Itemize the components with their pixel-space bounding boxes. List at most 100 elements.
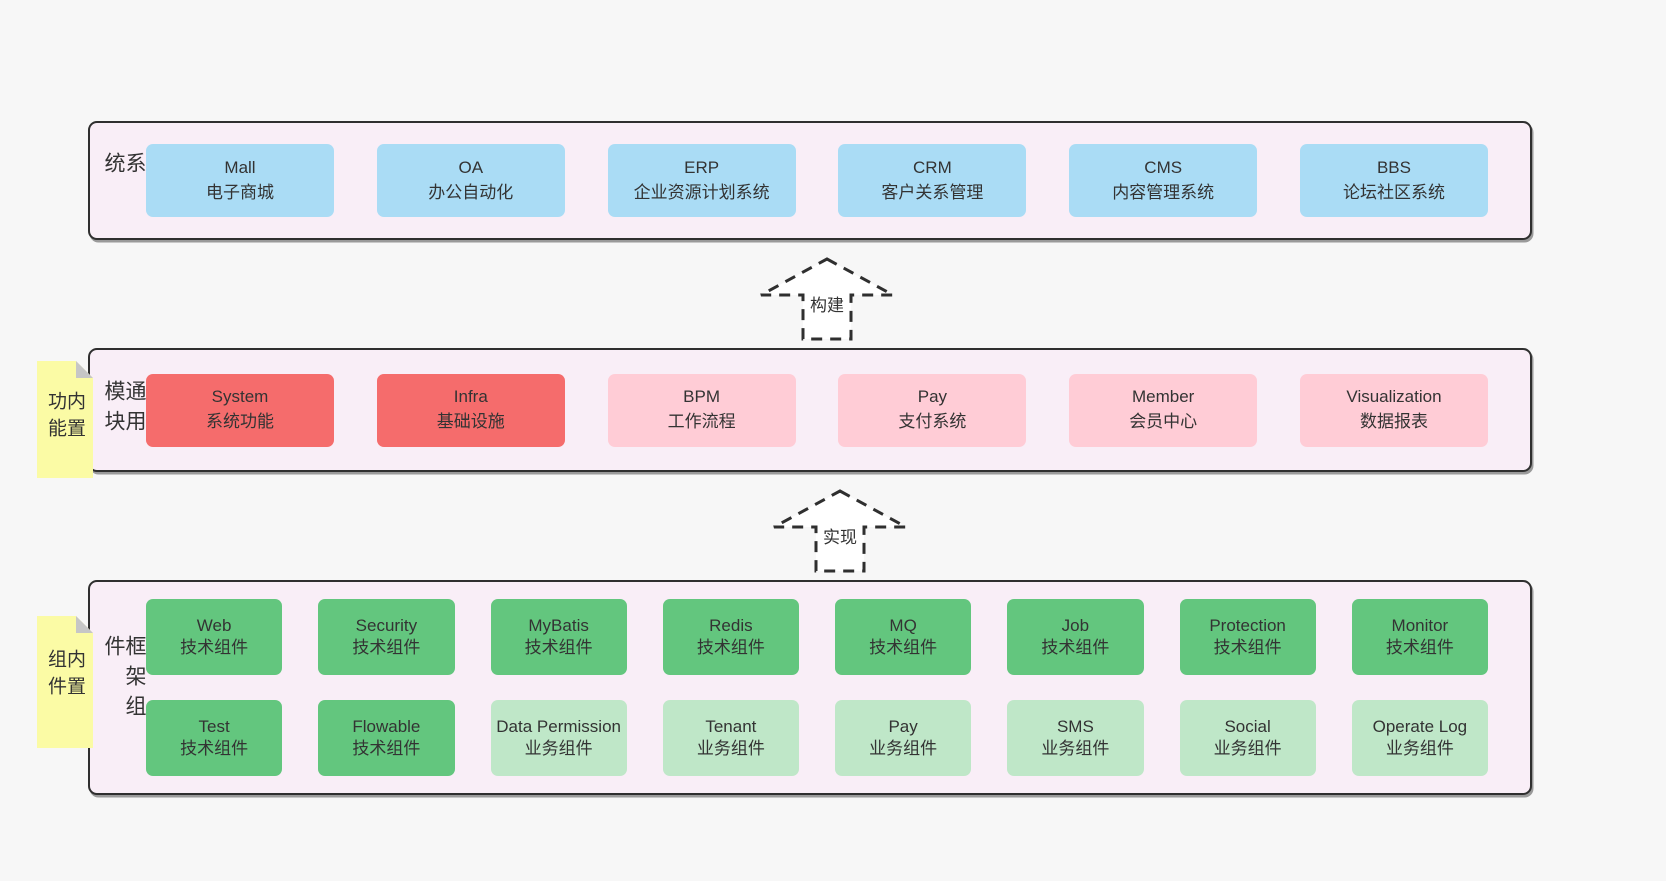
module-box-title: BPM <box>683 387 721 407</box>
module-box: BPM 工作流程 <box>607 373 796 447</box>
module-box-subtitle: 业务组件 <box>1385 739 1454 758</box>
implement-arrow-icon: 实现 <box>770 487 910 575</box>
module-box-subtitle: 技术组件 <box>1041 638 1110 657</box>
build-arrow-icon: 构建 <box>757 255 897 343</box>
module-box-subtitle: 技术组件 <box>352 638 421 657</box>
module-box-subtitle: 客户关系管理 <box>881 182 984 202</box>
framework-components-box-grid: Web 技术组件 Security 技术组件 MyBatis 技术组件 Redi… <box>146 582 1488 793</box>
builtin-features-tab: 内置功能 <box>37 361 93 478</box>
module-box: Redis 技术组件 <box>662 599 799 675</box>
module-box: OA 办公自动化 <box>376 144 565 217</box>
module-box: Test 技术组件 <box>146 700 283 776</box>
module-box-subtitle: 办公自动化 <box>428 182 514 202</box>
module-box: MQ 技术组件 <box>835 599 972 675</box>
module-box-subtitle: 工作流程 <box>667 412 736 431</box>
section-business-systems: 业务系统 Mall 电子商城 OA 办公自动化 ERP 企业资源计划系统 CRM… <box>88 121 1532 240</box>
business-systems-box-grid: Mall 电子商城 OA 办公自动化 ERP 企业资源计划系统 CRM 客户关系… <box>146 123 1488 238</box>
build-arrow-label: 构建 <box>807 291 847 316</box>
module-box-subtitle: 技术组件 <box>696 638 765 657</box>
builtin-components-tab-label: 内置组件 <box>45 649 85 703</box>
module-box-subtitle: 论坛社区系统 <box>1342 182 1445 202</box>
module-box-title: Tenant <box>705 716 757 736</box>
module-box: BBS 论坛社区系统 <box>1299 144 1488 217</box>
module-box-subtitle: 基础设施 <box>436 412 505 431</box>
module-box-title: Mall <box>224 157 256 177</box>
module-box: ERP 企业资源计划系统 <box>607 144 796 217</box>
module-box-subtitle: 技术组件 <box>1385 638 1454 657</box>
module-box: Social 业务组件 <box>1179 700 1316 776</box>
common-modules-box-grid: System 系统功能 Infra 基础设施 BPM 工作流程 Pay 支付系统… <box>146 350 1488 470</box>
module-box-subtitle: 业务组件 <box>696 739 765 758</box>
module-box-subtitle: 技术组件 <box>869 638 938 657</box>
module-box-subtitle: 支付系统 <box>898 412 967 431</box>
module-box-title: Web <box>196 615 232 635</box>
module-box: SMS 业务组件 <box>1007 700 1144 776</box>
module-box: Pay 业务组件 <box>835 700 972 776</box>
module-box-subtitle: 企业资源计划系统 <box>633 182 770 202</box>
section-framework-components-label: 框架组件 <box>102 634 146 725</box>
module-box-subtitle: 业务组件 <box>1213 739 1282 758</box>
module-box: Job 技术组件 <box>1007 599 1144 675</box>
module-box: MyBatis 技术组件 <box>490 599 627 675</box>
module-box-title: SMS <box>1056 716 1094 736</box>
module-box-title: ERP <box>684 157 720 177</box>
module-box: Member 会员中心 <box>1069 373 1258 447</box>
module-box: Data Permission 业务组件 <box>490 700 627 776</box>
module-box: Tenant 业务组件 <box>662 700 799 776</box>
module-box-title: System <box>211 387 269 407</box>
module-box-title: Job <box>1061 615 1090 635</box>
module-box-title: Social <box>1224 716 1271 736</box>
module-box-title: Flowable <box>352 716 421 736</box>
module-box-subtitle: 技术组件 <box>1213 638 1282 657</box>
section-common-modules-label: 通用模块 <box>102 380 146 440</box>
section-framework-components: 框架组件 Web 技术组件 Security 技术组件 MyBatis 技术组件… <box>88 580 1532 795</box>
section-common-modules: 通用模块 System 系统功能 Infra 基础设施 BPM 工作流程 Pay… <box>88 348 1532 472</box>
module-box-subtitle: 业务组件 <box>869 739 938 758</box>
builtin-components-tab: 内置组件 <box>37 616 93 748</box>
module-box-title: MyBatis <box>528 615 589 635</box>
module-box-title: Member <box>1132 387 1195 407</box>
module-box-title: CRM <box>913 157 952 177</box>
module-box: Flowable 技术组件 <box>318 700 455 776</box>
module-box: Operate Log 业务组件 <box>1351 700 1488 776</box>
module-box-subtitle: 数据报表 <box>1359 412 1428 431</box>
module-box-subtitle: 技术组件 <box>180 739 249 758</box>
module-box-subtitle: 电子商城 <box>206 182 274 202</box>
implement-arrow-label: 实现 <box>820 523 860 548</box>
module-box-title: Monitor <box>1391 615 1449 635</box>
module-box-title: MQ <box>889 615 917 635</box>
module-box: Monitor 技术组件 <box>1351 599 1488 675</box>
module-box-title: Data Permission <box>496 716 621 736</box>
module-box: CRM 客户关系管理 <box>838 144 1027 217</box>
module-box-subtitle: 技术组件 <box>352 739 421 758</box>
module-box: Pay 支付系统 <box>838 373 1027 447</box>
module-box-title: Infra <box>453 387 488 407</box>
module-box-title: OA <box>458 157 484 177</box>
module-box-title: Visualization <box>1346 387 1442 407</box>
module-box-subtitle: 会员中心 <box>1129 412 1198 431</box>
builtin-features-tab-label: 内置功能 <box>45 390 85 445</box>
module-box: Security 技术组件 <box>318 599 455 675</box>
module-box-subtitle: 内容管理系统 <box>1112 182 1215 202</box>
module-box-title: Operate Log <box>1372 716 1468 736</box>
module-box-title: CMS <box>1144 157 1183 177</box>
module-box-title: Pay <box>917 387 948 407</box>
module-box-title: Protection <box>1209 615 1286 635</box>
module-box-subtitle: 系统功能 <box>206 412 274 431</box>
module-box-title: Test <box>198 716 230 736</box>
module-box-subtitle: 技术组件 <box>524 638 593 657</box>
module-box-title: BBS <box>1376 157 1411 177</box>
module-box: Mall 电子商城 <box>146 144 334 217</box>
module-box: Visualization 数据报表 <box>1299 373 1488 447</box>
module-box-title: Redis <box>709 615 753 635</box>
module-box: System 系统功能 <box>146 373 334 447</box>
module-box: CMS 内容管理系统 <box>1069 144 1258 217</box>
module-box: Web 技术组件 <box>146 599 283 675</box>
module-box-title: Security <box>355 615 418 635</box>
module-box-subtitle: 技术组件 <box>180 638 249 657</box>
module-box-title: Pay <box>888 716 918 736</box>
module-box-subtitle: 业务组件 <box>1041 739 1110 758</box>
module-box: Infra 基础设施 <box>376 373 565 447</box>
module-box: Protection 技术组件 <box>1179 599 1316 675</box>
